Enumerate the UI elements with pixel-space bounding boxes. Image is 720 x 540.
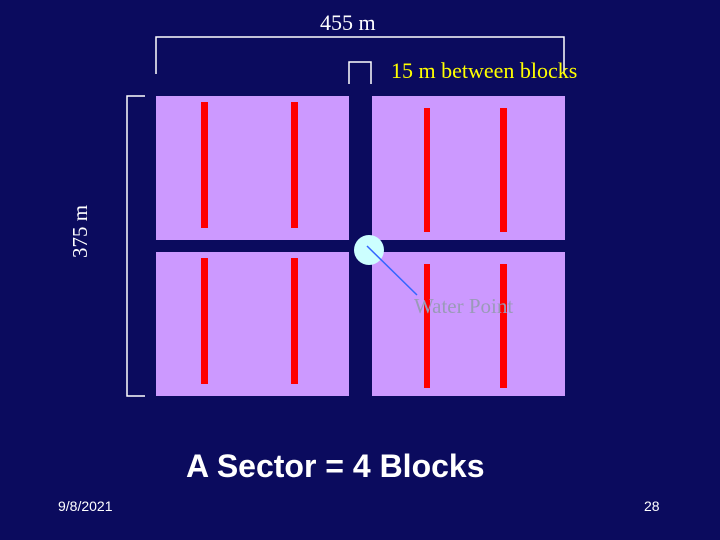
water-point-label: Water Point [414,294,514,318]
water-point-pointer [366,245,418,296]
height-label: 375 m [68,204,92,258]
width-label: 455 m [320,10,376,35]
planting-row [424,264,430,388]
block-top-left [156,96,349,240]
water-point-icon [354,235,384,265]
height-dimension-line [126,95,145,397]
width-dimension-line [155,36,565,74]
block-top-right [372,96,565,240]
footer-page-number: 28 [644,498,660,514]
slide-title: A Sector = 4 Blocks [186,448,485,484]
planting-row [201,258,208,384]
gap-label: 15 m between blocks [391,58,578,83]
planting-row [500,108,507,232]
planting-row [500,264,507,388]
planting-row [291,258,298,384]
planting-row [291,102,298,228]
block-bottom-left [156,252,349,396]
planting-row [424,108,430,232]
planting-row [201,102,208,228]
footer-date: 9/8/2021 [58,498,113,514]
gap-dimension-marker [348,61,372,84]
block-bottom-right [372,252,565,396]
